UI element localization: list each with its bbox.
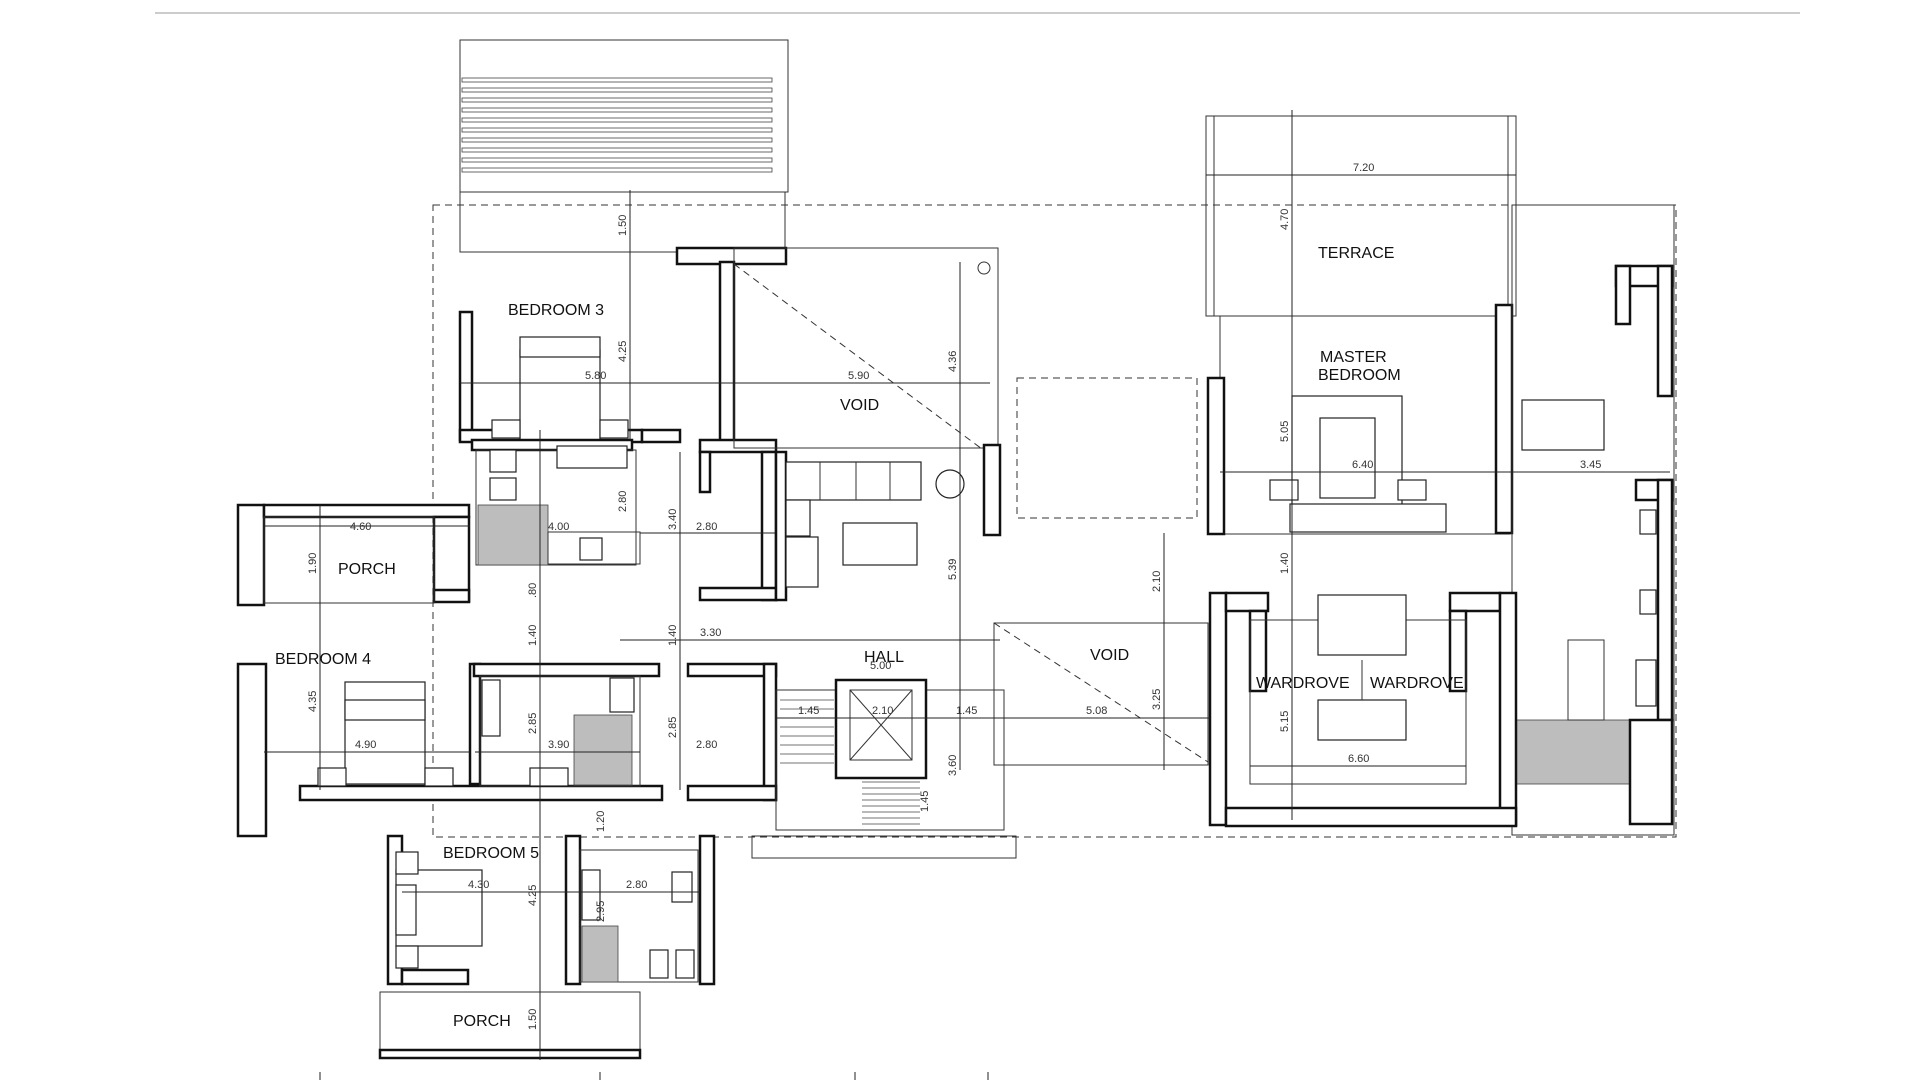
dim-490: 4.90 [355,739,376,751]
dim-210-v: 2.10 [1151,571,1163,592]
pergola [459,39,789,193]
bed-bedroom5 [395,851,483,969]
bath-bedroom5 [579,849,699,983]
terrace [1205,115,1517,317]
dim-150-top: 1.50 [617,215,629,236]
master-bath [1511,204,1675,836]
dim-285-a: 2.85 [527,713,539,734]
dim-640: 6.40 [1352,459,1373,471]
pergola-slat [461,137,773,143]
dim-190: 1.90 [307,553,319,574]
bedroom3-label: BEDROOM 3 [508,302,604,319]
bedroom3-walls [458,191,788,444]
dim-295: 2.95 [595,901,607,922]
dim-470: 4.70 [1279,209,1291,230]
pergola-slat [461,127,773,133]
bedroom5-walls [386,834,716,986]
dim-515: 5.15 [1279,711,1291,732]
dim-280-a: 2.80 [696,521,717,533]
dim-145-a: 1.45 [798,705,819,717]
dim-280-v: 2.80 [617,491,629,512]
dim-145-b: 1.45 [956,705,977,717]
dim-500: 5.00 [870,660,891,672]
dimension-lines [264,110,1670,1060]
porch-bottom [378,991,642,1060]
dim-140-a: 1.40 [527,625,539,646]
dim-345: 3.45 [1580,459,1601,471]
pergola-slat [461,107,773,113]
porch-left [236,503,471,607]
void-upper [733,247,1002,537]
porch-bottom-label: PORCH [453,1013,511,1030]
dim-390: 3.90 [548,739,569,751]
dim-505: 5.05 [1279,421,1291,442]
bath-bedroom4 [472,662,661,787]
pergola-slat [461,77,773,83]
wardrove-left-label: WARDROVE [1256,675,1350,692]
dim-280-d: 2.80 [626,879,647,891]
pergola-slat [461,97,773,103]
dimension-labels-vertical: 1.50 4.25 4.36 4.70 5.05 1.90 2.80 3.40 … [307,209,1291,1030]
dim-460: 4.60 [350,521,371,533]
dim-580: 5.80 [585,370,606,382]
terrace-label: TERRACE [1318,245,1394,262]
bedroom5-label: BEDROOM 5 [443,845,539,862]
pergola-slat [461,167,773,173]
bath-bedroom3 [470,438,641,566]
pergola-slat [461,117,773,123]
bedroom4-label: BEDROOM 4 [275,651,371,668]
dim-435: 4.35 [307,691,319,712]
dim-340: 3.40 [667,509,679,530]
void-lower [993,622,1209,766]
bottom-ticks [319,1072,989,1080]
dim-325: 3.25 [1151,689,1163,710]
master-label-line1: MASTER [1320,349,1387,366]
corridor-walls-upper [698,438,778,602]
pergola-slat [461,147,773,153]
dim-360: 3.60 [947,755,959,776]
bedroom4-walls [236,662,664,838]
skylight [1016,377,1198,519]
dim-120: 1.20 [595,811,607,832]
master-label-line2: BEDROOM [1318,367,1401,384]
corridor-walls-lower [686,662,778,802]
dim-400: 4.00 [548,521,569,533]
bed-bedroom4 [317,681,454,787]
dim-590: 5.90 [848,370,869,382]
dimension-labels: 5.80 5.90 7.20 6.40 3.45 4.60 4.00 2.80 … [350,162,1601,891]
living-furniture [774,450,965,602]
bed-master [1269,395,1447,533]
dim-660: 6.60 [1348,753,1369,765]
dim-330: 3.30 [700,627,721,639]
dim-140-b: 1.40 [667,625,679,646]
dim-145-c: 1.45 [919,791,931,812]
dim-425-b5: 4.25 [527,885,539,906]
void-lower-label: VOID [1090,647,1129,664]
dim-285-b: 2.85 [667,717,679,738]
dim-210-h: 2.10 [872,705,893,717]
dim-150-bottom: 1.50 [527,1009,539,1030]
dim-080: .80 [527,583,539,598]
dim-425-b3: 4.25 [617,341,629,362]
wardrove-right-label: WARDROVE [1370,675,1464,692]
master-bedroom-walls [1206,303,1514,536]
dim-140-c: 1.40 [1279,553,1291,574]
dim-508: 5.08 [1086,705,1107,717]
dim-720: 7.20 [1353,162,1374,174]
wardrobe-walls [1208,591,1518,828]
hall-label: HALL [864,649,904,666]
dim-280-c: 2.80 [696,739,717,751]
bed-bedroom3 [491,336,629,441]
dim-430: 4.30 [468,879,489,891]
dim-436: 4.36 [947,351,959,372]
dim-539: 5.39 [947,559,959,580]
pergola-slat [461,87,773,93]
pergola-slat [461,157,773,163]
void-upper-label: VOID [840,397,879,414]
porch-left-label: PORCH [338,561,396,578]
